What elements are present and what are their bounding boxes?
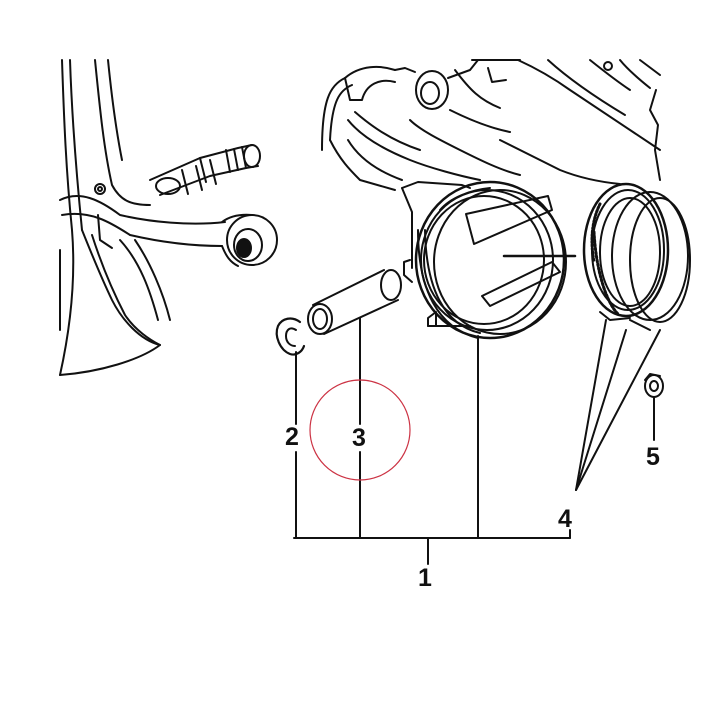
highlight-circle — [309, 379, 411, 481]
callout-3-piston-pin[interactable]: 3 — [352, 424, 366, 452]
piston — [401, 180, 577, 340]
leader-lines — [293, 317, 661, 565]
callout-5-nut[interactable]: 5 — [646, 443, 660, 471]
engine-case — [321, 59, 661, 191]
nut — [644, 373, 664, 398]
piston-pin — [307, 269, 402, 335]
spline-shaft — [149, 144, 261, 196]
piston-rings — [582, 182, 691, 331]
circlip — [275, 317, 306, 356]
callout-2-circlip[interactable]: 2 — [285, 423, 299, 451]
connecting-rod — [59, 59, 278, 376]
callout-1-piston-assembly[interactable]: 1 — [418, 564, 432, 592]
callout-4-piston-rings[interactable]: 4 — [558, 505, 572, 533]
